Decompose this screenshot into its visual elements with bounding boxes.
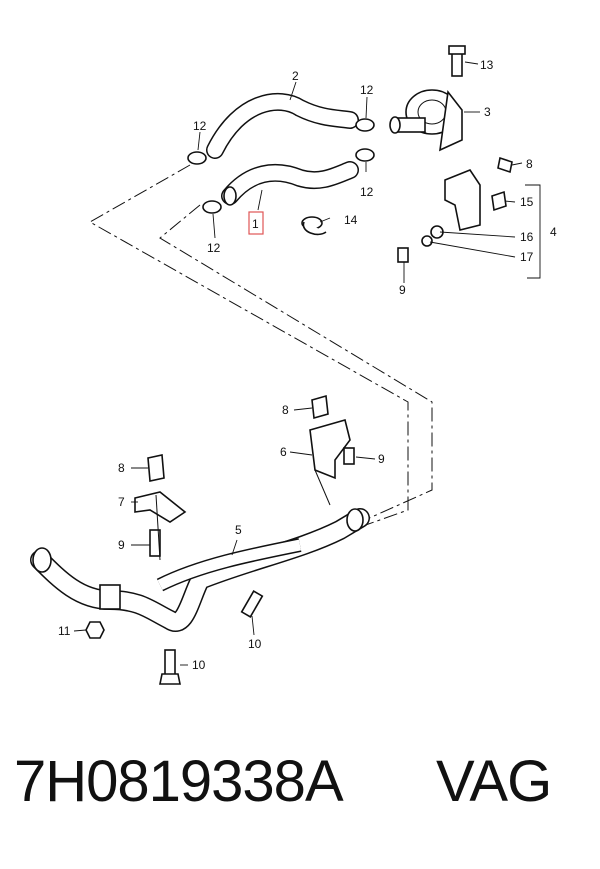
callout-8-a: 8 bbox=[526, 157, 533, 171]
bracket-6 bbox=[309, 394, 355, 506]
hose-upper bbox=[206, 92, 359, 159]
callout-3: 3 bbox=[484, 105, 491, 119]
callout-12-c: 12 bbox=[360, 185, 374, 199]
callout-1: 1 bbox=[252, 217, 259, 231]
callout-labels: 2 12 12 12 12 1 14 13 3 8 15 4 16 17 9 8… bbox=[58, 58, 557, 672]
hose-highlighted bbox=[221, 161, 359, 206]
routing-lines bbox=[88, 164, 433, 528]
callout-9-b: 9 bbox=[378, 452, 385, 466]
pump bbox=[389, 45, 466, 152]
callout-12-a: 12 bbox=[193, 119, 207, 133]
clip-14 bbox=[302, 221, 327, 236]
hose-clamps bbox=[187, 118, 375, 230]
callout-10-a: 10 bbox=[248, 637, 262, 651]
bracket-7 bbox=[134, 454, 187, 561]
callout-7: 7 bbox=[118, 495, 125, 509]
callout-4: 4 bbox=[550, 225, 557, 239]
callout-17: 17 bbox=[520, 250, 534, 264]
parts-diagram: 2 12 12 12 12 1 14 13 3 8 15 4 16 17 9 8… bbox=[30, 45, 557, 685]
callout-5: 5 bbox=[235, 523, 242, 537]
pump-bracket bbox=[397, 156, 541, 279]
footer: 7H0819338A VAG bbox=[0, 748, 600, 848]
callout-2: 2 bbox=[292, 69, 299, 83]
callout-11: 11 bbox=[58, 624, 71, 638]
part-number: 7H0819338A bbox=[14, 749, 344, 814]
fasteners-lower bbox=[85, 590, 264, 685]
callout-12-d: 12 bbox=[207, 241, 221, 255]
callout-12-b: 12 bbox=[360, 83, 374, 97]
callout-16: 16 bbox=[520, 230, 534, 244]
callout-10-b: 10 bbox=[192, 658, 206, 672]
pipe-assembly bbox=[30, 508, 370, 632]
leader-lines bbox=[73, 61, 523, 666]
highlight-box bbox=[248, 211, 264, 235]
callout-9-c: 9 bbox=[118, 538, 125, 552]
callout-9-a: 9 bbox=[399, 283, 406, 297]
brand: VAG bbox=[436, 749, 552, 814]
callout-13: 13 bbox=[480, 58, 494, 72]
callout-14: 14 bbox=[344, 213, 358, 227]
callout-15: 15 bbox=[520, 195, 534, 209]
callout-8-b: 8 bbox=[282, 403, 289, 417]
callout-8-c: 8 bbox=[118, 461, 125, 475]
callout-6: 6 bbox=[280, 445, 287, 459]
